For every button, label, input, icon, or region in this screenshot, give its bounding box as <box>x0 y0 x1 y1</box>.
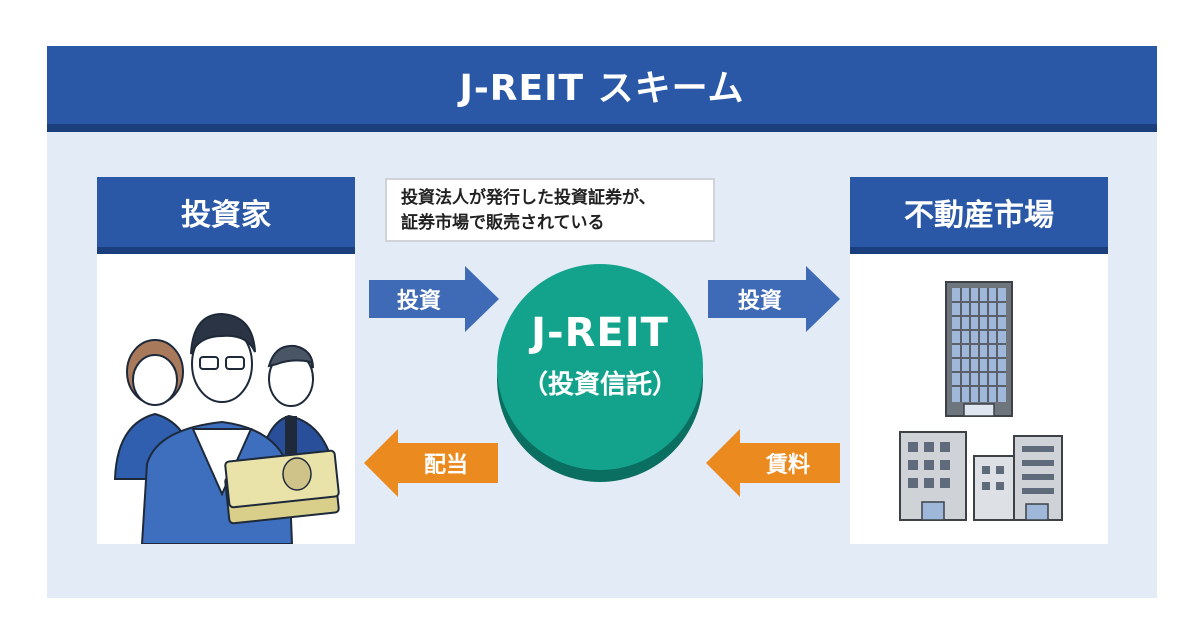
investor-label: 投資家 <box>97 177 355 254</box>
investor-panel: 投資家 <box>97 177 355 545</box>
invest-arrow-left-label: 投資 <box>396 289 441 314</box>
arrow-left-icon <box>706 429 840 497</box>
tower-building-icon <box>945 281 1013 417</box>
arrow-left-icon <box>364 429 498 497</box>
diagram-title: J-REIT スキーム <box>47 46 1157 132</box>
investors-illustration <box>97 254 355 545</box>
jreit-circle-title: J-REIT <box>531 310 669 356</box>
arrow-right-icon <box>708 266 840 332</box>
scheme-note: 投資法人が発行した投資証券が、 証券市場で販売されている <box>385 178 715 242</box>
dividend-arrow: 配当 <box>364 429 498 497</box>
dividend-arrow-label: 配当 <box>423 453 468 478</box>
jreit-circle: J-REIT （投資信託） <box>497 264 703 470</box>
arrow-right-icon <box>369 266 499 332</box>
jreit-circle-subtitle: （投資信託） <box>521 370 678 400</box>
banknotes-illustration <box>224 449 340 525</box>
rent-arrow: 賃料 <box>706 429 840 497</box>
note-line-1: 投資法人が発行した投資証券が、 <box>401 188 656 208</box>
rent-arrow-label: 賃料 <box>765 453 810 478</box>
market-label: 不動産市場 <box>850 177 1108 254</box>
buildings-illustration <box>850 254 1108 544</box>
note-line-2: 証券市場で販売されている <box>401 213 605 233</box>
invest-arrow-left: 投資 <box>369 266 499 332</box>
office-buildings-icon <box>899 431 1063 521</box>
invest-arrow-right: 投資 <box>708 266 840 332</box>
market-panel: 不動産市場 <box>850 177 1108 544</box>
invest-arrow-right-label: 投資 <box>737 289 782 314</box>
